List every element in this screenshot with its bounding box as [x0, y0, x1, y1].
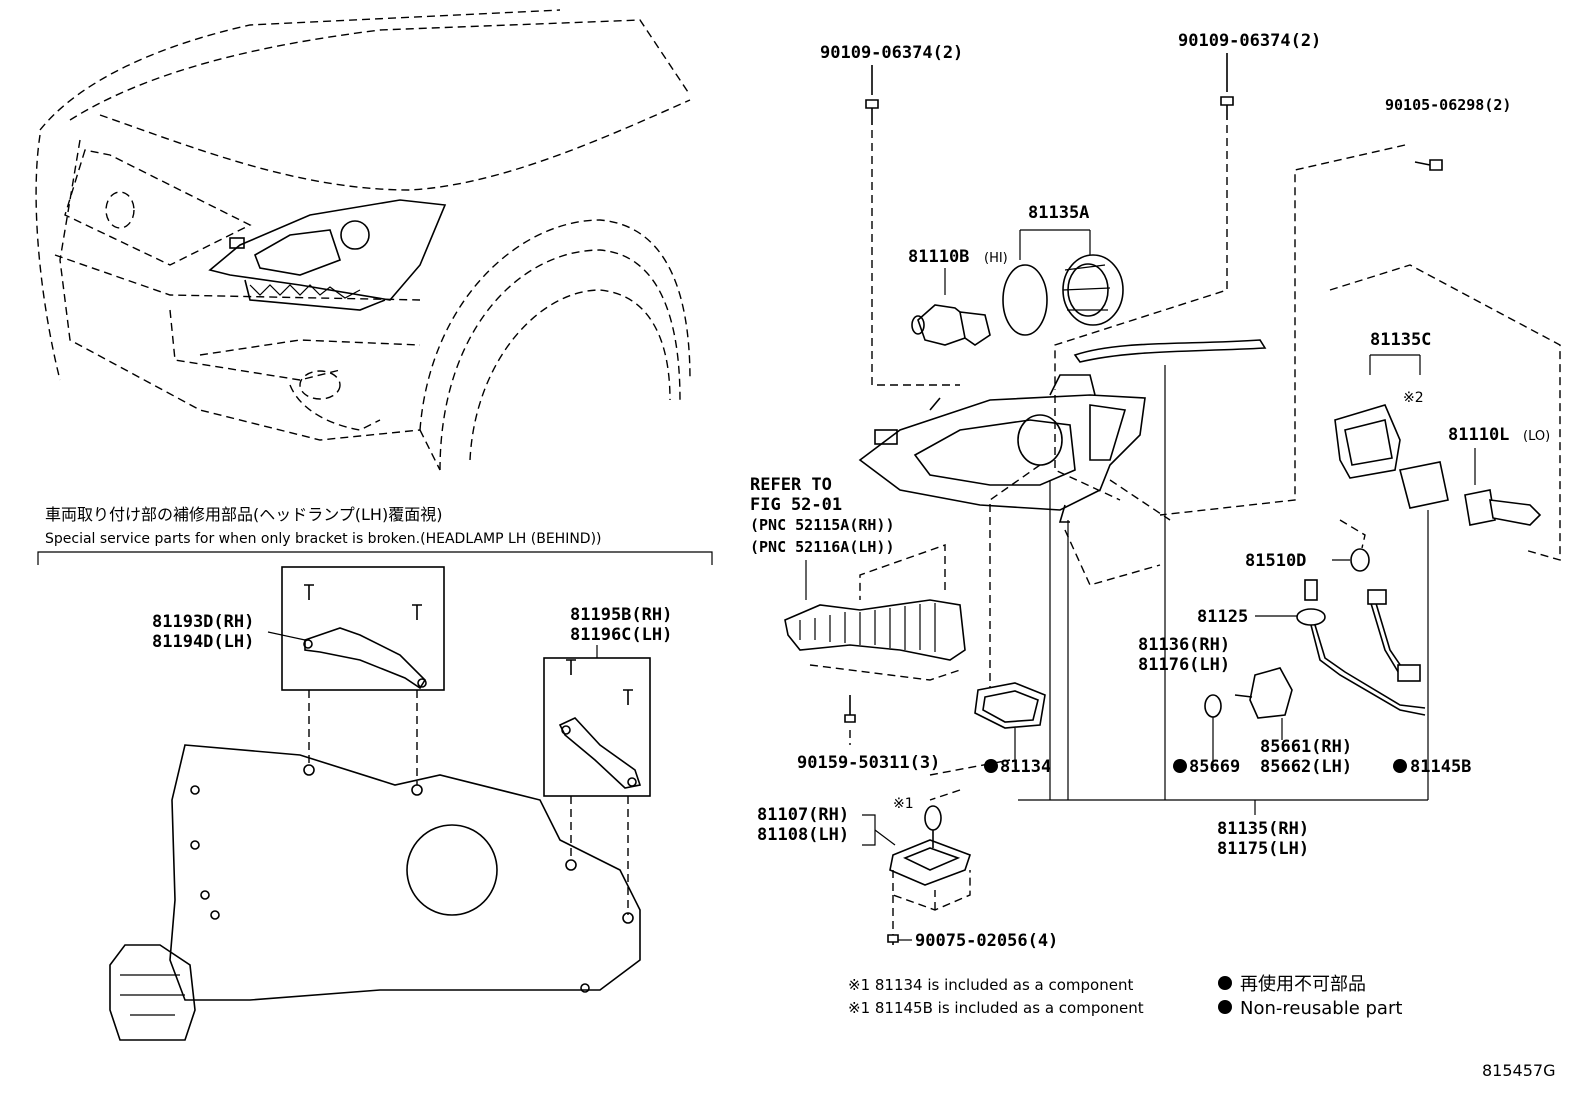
- label-bolt-b: 90109-06374(2): [1178, 31, 1321, 51]
- label-bracket-a-lh: 81194D(LH): [152, 632, 254, 652]
- bulb-81510d: [1350, 548, 1370, 572]
- label-refer-1: REFER TO: [750, 475, 832, 495]
- cover-81135c: [1334, 404, 1401, 479]
- wire-harness-81125: [1296, 579, 1426, 716]
- o-ring-85669: [1204, 694, 1222, 718]
- gasket-81134: [974, 682, 1046, 729]
- label-screw-d: 90159-50311(3): [797, 753, 940, 773]
- label-gasket: 81134: [1000, 757, 1051, 777]
- label-screw-e: 90075-02056(4): [915, 931, 1058, 951]
- bracket-inset: 車両取り付け部の補修用部品(ヘッドランプ(LH)覆面視) Special ser…: [37, 505, 713, 1041]
- label-bolt-a: 90109-06374(2): [820, 43, 963, 63]
- legend: 再使用不可部品 Non-reusable part: [1218, 974, 1402, 1019]
- label-o-ring: 85669: [1189, 757, 1240, 777]
- figure-id: 815457G: [1482, 1061, 1555, 1080]
- bullet-81134: [984, 759, 998, 773]
- label-assy-rh: 81135(RH): [1217, 819, 1309, 839]
- ignitor-81107: [889, 805, 972, 886]
- legend-bullet-en: [1218, 1000, 1232, 1014]
- bullet-85669: [1173, 759, 1187, 773]
- headlamp-housing: [858, 374, 1146, 523]
- note-2: ※1 81145B is included as a component: [848, 999, 1144, 1017]
- legend-jp: 再使用不可部品: [1240, 974, 1366, 995]
- car-front-illustration: [35, 9, 691, 471]
- label-bracket-a-rh: 81193D(RH): [152, 612, 254, 632]
- inset-title-jp: 車両取り付け部の補修用部品(ヘッドランプ(LH)覆面視): [45, 505, 442, 524]
- label-assy-lh: 81175(LH): [1217, 839, 1309, 859]
- notes: ※1 81134 is included as a component ※1 8…: [848, 976, 1144, 1017]
- label-bulb-hi-tag: (HI): [984, 251, 1008, 266]
- legend-en: Non-reusable part: [1240, 998, 1402, 1019]
- bracket-a-part: [303, 584, 427, 690]
- label-socket-ring: 81135A: [1028, 203, 1089, 223]
- label-wire: 81125: [1197, 607, 1248, 627]
- legend-bullet-jp: [1218, 976, 1232, 990]
- housing-connector: [109, 944, 196, 1041]
- label-cover-c: 81135C: [1370, 330, 1431, 350]
- label-bulb-d: 81510D: [1245, 551, 1306, 571]
- label-refer-4: (PNC 52116A(LH)): [750, 538, 895, 556]
- inset-title-en: Special service parts for when only brac…: [45, 531, 602, 547]
- label-comp-rh: 81107(RH): [757, 805, 849, 825]
- gasket-cover: [1399, 461, 1449, 509]
- housing-lens-circle: [406, 824, 498, 916]
- label-bulb-rh: 85661(RH): [1260, 737, 1352, 757]
- side-bracket: [784, 599, 966, 661]
- label-bulb-lo: 81110L: [1448, 425, 1509, 445]
- label-gasket-b: 81145B: [1410, 757, 1471, 777]
- label-refer-3: (PNC 52115A(RH)): [750, 516, 895, 534]
- label-refer-2: FIG 52-01: [750, 495, 842, 515]
- exploded-headlamp: 90109-06374(2) 90109-06374(2) 90105-0629…: [750, 31, 1561, 951]
- label-bracket-b-rh: 81195B(RH): [570, 605, 672, 625]
- note-1: ※1 81134 is included as a component: [848, 976, 1133, 994]
- bulb-hi-81110b: [911, 304, 991, 346]
- label-screw-c: 90105-06298(2): [1385, 96, 1511, 114]
- socket-81135a: [1062, 254, 1124, 326]
- housing-rear-outline: [169, 744, 641, 1001]
- label-comp-lh: 81108(LH): [757, 825, 849, 845]
- label-bulb-hi: 81110B: [908, 247, 969, 267]
- bracket-a-box: [281, 566, 445, 691]
- label-bracket-b-lh: 81196C(LH): [570, 625, 672, 645]
- label-bulb-lo-tag: (LO): [1523, 429, 1550, 444]
- trim-strip: [1073, 339, 1267, 363]
- label-cover-c-note: ※2: [1403, 390, 1424, 406]
- label-seal-lh: 81176(LH): [1138, 655, 1230, 675]
- label-comp-note: ※1: [893, 796, 914, 812]
- bullet-81145b: [1393, 759, 1407, 773]
- bracket-b-part: [558, 659, 642, 789]
- label-seal-rh: 81136(RH): [1138, 635, 1230, 655]
- label-bulb-lh: 85662(LH): [1260, 757, 1352, 777]
- bulb-lo-81110l: [1464, 489, 1542, 526]
- o-ring-81135a: [1002, 264, 1048, 336]
- bulb-85661: [1234, 667, 1293, 719]
